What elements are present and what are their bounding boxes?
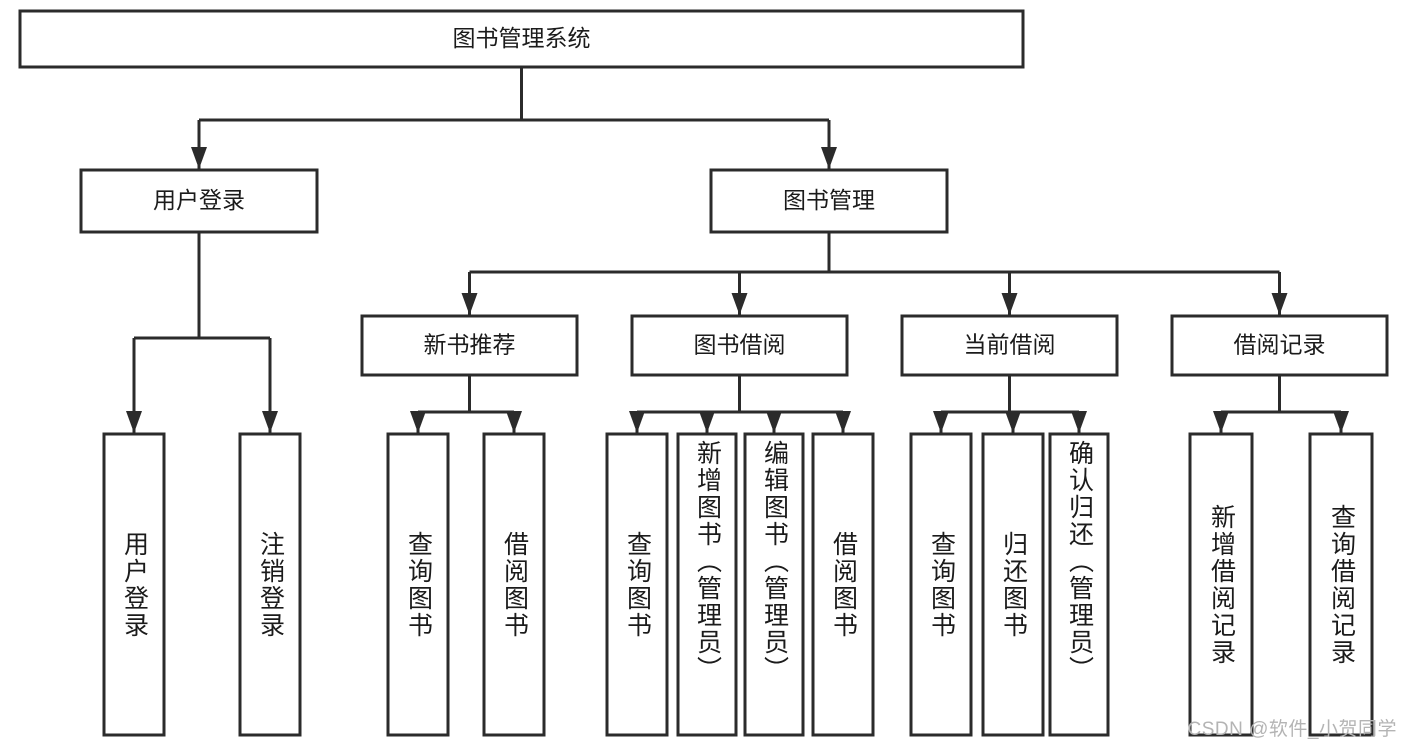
arrow-head-icon (699, 411, 715, 433)
arrow-head-icon (1001, 293, 1018, 315)
node-box-leaf-user-login[interactable] (102, 432, 166, 737)
arrow-head-icon (1333, 411, 1349, 433)
arrow-head-icon (1213, 411, 1229, 433)
node-box-leaf-confirm-return-admin[interactable] (1048, 432, 1110, 737)
box-layer (18, 9, 1389, 737)
node-box-borrow-record[interactable] (1170, 314, 1389, 377)
node-label-user-login: 用户登录 (153, 187, 245, 213)
node-box-leaf-return-book[interactable] (981, 432, 1045, 737)
node-label-current-borrow: 当前借阅 (964, 332, 1056, 358)
node-box-leaf-query-borrow-record[interactable] (1308, 432, 1374, 737)
node-label-book-manage: 图书管理 (783, 187, 875, 213)
arrow-head-icon (835, 411, 851, 433)
node-box-book-borrow[interactable] (630, 314, 849, 377)
node-box-leaf-edit-book-admin[interactable] (743, 432, 805, 737)
node-box-new-book-recommend[interactable] (360, 314, 579, 377)
arrow-head-icon (821, 147, 837, 169)
node-label-book-borrow: 图书借阅 (694, 332, 786, 358)
node-box-leaf-borrow-book-rec[interactable] (482, 432, 546, 737)
node-box-leaf-add-borrow-record[interactable] (1188, 432, 1254, 737)
node-box-current-borrow[interactable] (900, 314, 1119, 377)
arrow-head-icon (629, 411, 645, 433)
arrow-head-icon (410, 411, 426, 433)
node-box-leaf-logout-login[interactable] (238, 432, 302, 737)
node-label-borrow-record: 借阅记录 (1234, 332, 1326, 358)
arrow-head-icon (1271, 293, 1288, 315)
node-label-new-book-recommend: 新书推荐 (424, 332, 516, 358)
node-box-leaf-query-book-borrow[interactable] (605, 432, 669, 737)
arrow-head-icon (1071, 411, 1087, 433)
node-box-leaf-query-book-rec[interactable] (386, 432, 450, 737)
arrow-head-icon (461, 293, 478, 315)
arrow-head-icon (766, 411, 782, 433)
node-label-root: 图书管理系统 (453, 25, 591, 51)
arrow-head-icon (731, 293, 748, 315)
connector-layer (126, 67, 1349, 433)
node-box-book-manage[interactable] (709, 168, 949, 234)
arrow-head-icon (1005, 411, 1021, 433)
arrow-head-icon (933, 411, 949, 433)
node-box-user-login[interactable] (79, 168, 319, 234)
node-box-leaf-query-book-current[interactable] (909, 432, 973, 737)
arrow-head-icon (262, 411, 278, 433)
arrow-head-icon (506, 411, 522, 433)
node-box-root[interactable] (18, 9, 1025, 69)
node-box-leaf-borrow-book-borrow[interactable] (811, 432, 875, 737)
node-box-leaf-add-book-admin[interactable] (676, 432, 738, 737)
arrow-head-icon (191, 147, 207, 169)
watermark-text: CSDN @软件_小贺同学 (1187, 719, 1397, 740)
arrow-head-icon (126, 411, 142, 433)
